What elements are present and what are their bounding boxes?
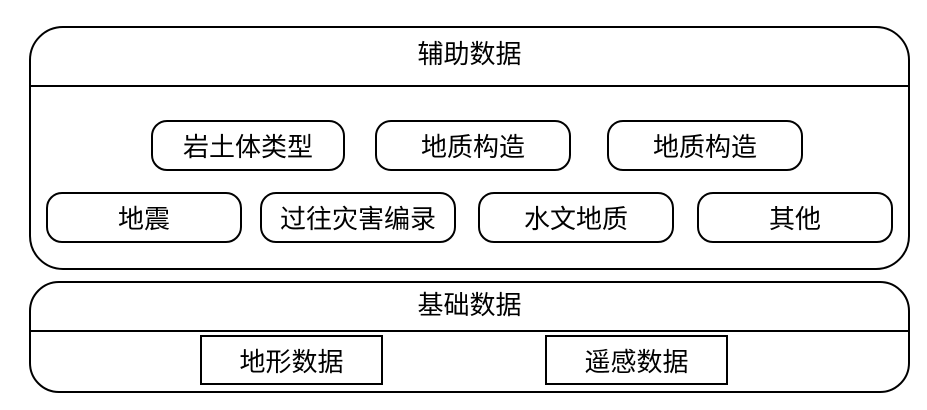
foundation-data-title: 基础数据	[417, 291, 522, 321]
aux-item-geologic-structure-1: 地质构造	[375, 120, 571, 171]
foundation-item-terrain-data: 地形数据	[200, 335, 383, 385]
foundation-data-panel: 基础数据	[29, 281, 910, 393]
aux-item-hydrogeology: 水文地质	[478, 192, 674, 243]
aux-item-other: 其他	[697, 192, 893, 243]
foundation-item-remote-sensing-data: 遥感数据	[545, 335, 728, 385]
foundation-divider	[31, 330, 908, 332]
aux-item-geologic-structure-2: 地质构造	[607, 120, 803, 171]
aux-item-earthquake: 地震	[46, 192, 242, 243]
aux-item-geotechnical-type: 岩土体类型	[151, 120, 345, 171]
auxiliary-divider	[31, 85, 908, 87]
auxiliary-data-title: 辅助数据	[417, 40, 522, 70]
aux-item-disaster-records: 过往灾害编录	[260, 192, 456, 243]
